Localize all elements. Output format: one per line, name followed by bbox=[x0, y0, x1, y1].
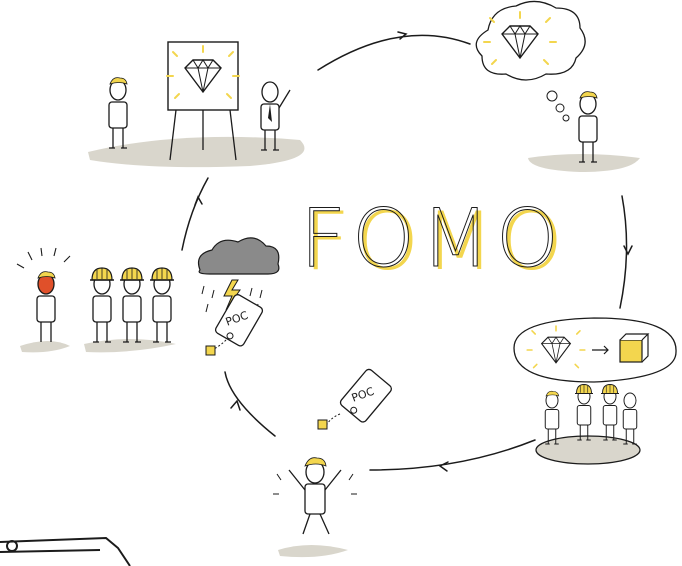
poc-tag-icon: POC bbox=[214, 294, 264, 347]
jumping-person-icon bbox=[273, 457, 357, 535]
person-icon bbox=[578, 91, 598, 163]
hardhat-worker-icon bbox=[149, 267, 175, 343]
cycle-arrows bbox=[181, 31, 633, 472]
arrow-right bbox=[619, 195, 628, 309]
fomo-title: FOMO FOMO bbox=[300, 192, 569, 288]
arrow-icon bbox=[592, 345, 609, 355]
thought-bubble-icon bbox=[475, 0, 586, 122]
arrow-left bbox=[181, 177, 209, 251]
scene-presenting-diamond bbox=[88, 41, 305, 168]
arrow-top bbox=[317, 34, 471, 71]
whiteboard-icon bbox=[166, 41, 240, 161]
box-icon bbox=[619, 333, 650, 363]
poc-tag-icon: POC bbox=[339, 368, 392, 423]
arrow-lower-left bbox=[224, 371, 276, 437]
presenter-icon bbox=[260, 81, 291, 151]
scene-team-planning bbox=[513, 317, 677, 465]
scene-hardhat-crew bbox=[16, 247, 176, 353]
alarmed-person-icon bbox=[16, 247, 71, 342]
storm-cloud-icon bbox=[197, 237, 280, 313]
hardhat-worker-icon bbox=[119, 267, 145, 343]
scene-celebrating-poc: POC bbox=[273, 368, 392, 558]
corner-sketch bbox=[0, 536, 131, 566]
hardhat-worker-icon bbox=[89, 267, 115, 343]
person-icon bbox=[108, 77, 128, 149]
team-table-icon bbox=[535, 383, 641, 465]
arrow-bottom bbox=[369, 439, 536, 471]
scene-dreaming-diamond bbox=[475, 0, 640, 172]
scene-storm-poc: POC bbox=[197, 237, 280, 356]
